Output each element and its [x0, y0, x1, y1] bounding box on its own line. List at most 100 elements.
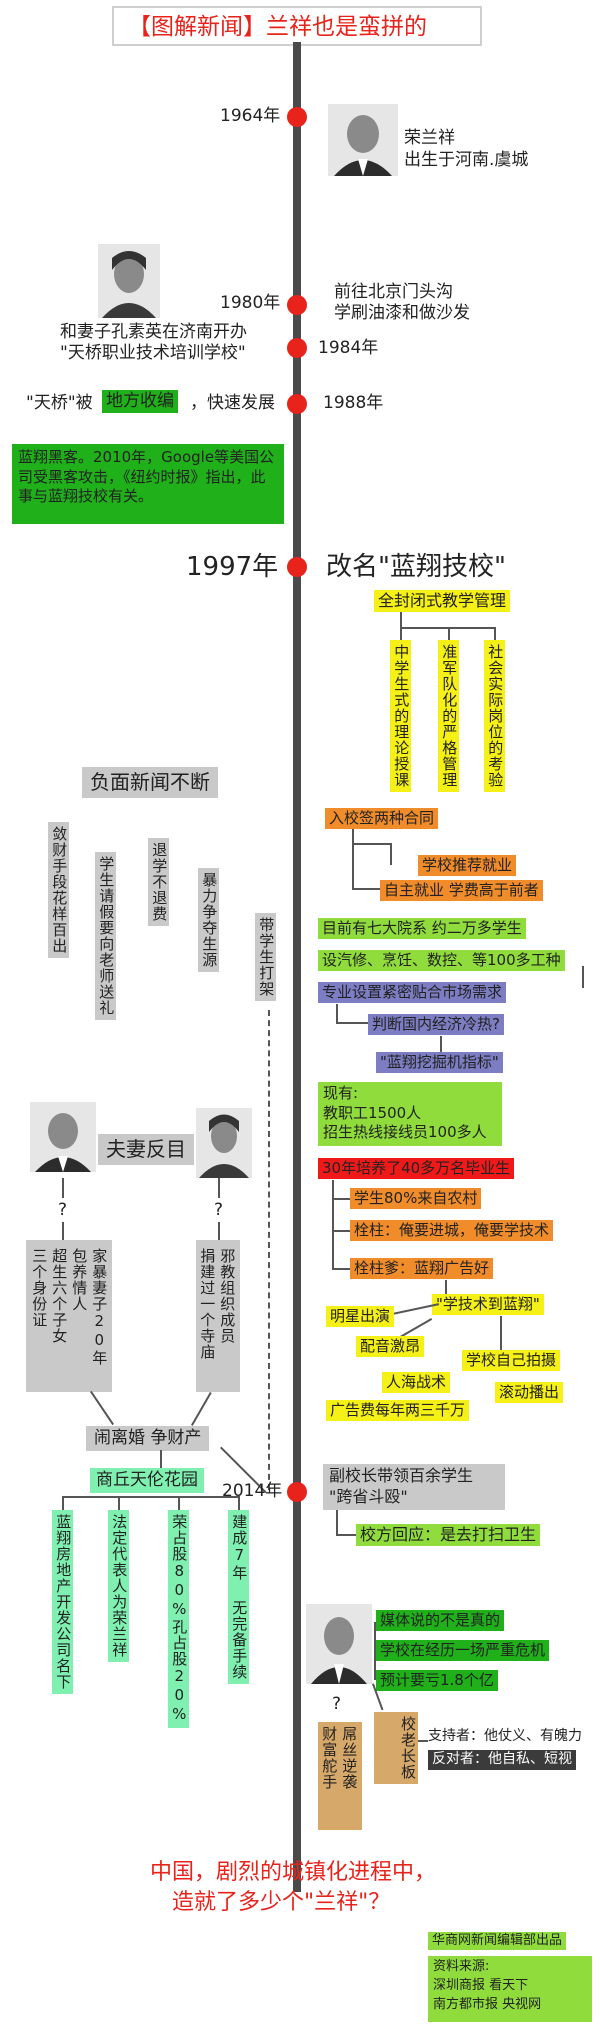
ad-star-box: 明星出演	[326, 1306, 395, 1327]
garden-branch	[62, 1496, 240, 1498]
loser-item-1: 屌丝逆袭	[340, 1726, 359, 1790]
avatar-husband-1	[328, 104, 398, 176]
q2-line-b	[218, 1222, 220, 1240]
negative-item-4: 暴力争夺生源	[198, 868, 220, 972]
event-2014-box: 副校长带领百余学生 "跨省斗殴"	[323, 1464, 505, 1510]
majors-connector	[582, 966, 584, 988]
event-2014-connector	[336, 1510, 338, 1536]
husband-issue-3: 超生六个子女	[50, 1248, 69, 1344]
source-line-1: 深圳商报 看天下	[433, 1977, 529, 1993]
shuanzhu-box: 栓柱：俺要进城，俺要学技术	[350, 1220, 554, 1241]
timeline-dot-2014	[287, 1482, 307, 1502]
market-box: 专业设置紧密贴合市场需求	[318, 982, 507, 1003]
q1-line-b	[62, 1222, 64, 1240]
event-1980-line2: 学刷油漆和做沙发	[334, 303, 470, 323]
management-connector	[400, 612, 402, 628]
colleges-box: 目前有七大院系 约二万多学生	[318, 918, 526, 939]
timeline-dot-1980	[287, 295, 307, 315]
market-connector	[336, 1004, 338, 1024]
title-banner: 【图解新闻】兰祥也是蛮拼的	[112, 6, 482, 46]
loser-box	[318, 1722, 362, 1830]
year-1988: 1988年	[323, 393, 384, 413]
contract-arm-1	[352, 843, 392, 845]
hacker-note-text: 蓝翔黑客。2010年，Google等美国公司受黑客攻击，《纽约时报》指出，此事与…	[18, 448, 275, 505]
closing-question-1: 中国，剧烈的城镇化进程中，	[150, 1860, 437, 1885]
hacker-note: 蓝翔黑客。2010年，Google等美国公司受黑客攻击，《纽约时报》指出，此事与…	[12, 444, 284, 524]
garden-item-3: 荣占股80%孔占股20%	[168, 1510, 190, 1728]
year-1964: 1964年	[220, 106, 281, 126]
economy-connector	[440, 1036, 442, 1052]
management-drop-2	[448, 627, 450, 643]
contract-box: 入校签两种合同	[325, 808, 439, 829]
management-drop-1	[400, 627, 402, 643]
event-2014-arm	[336, 1534, 358, 1536]
husband-issue-4: 三个身份证	[30, 1248, 49, 1328]
garden-item-1: 蓝翔房地产开发公司名下	[52, 1510, 74, 1694]
divorce-box: 闹离婚 争财产	[86, 1426, 210, 1452]
garden-item-2: 法定代表人为荣兰祥	[108, 1510, 130, 1662]
loser-item-2: 财富舵手	[320, 1726, 339, 1790]
contract-arm-1b	[390, 843, 392, 865]
page-title: 【图解新闻】兰祥也是蛮拼的	[128, 14, 427, 40]
garden-drop-3	[178, 1496, 180, 1512]
boss-to-opinions	[418, 1740, 428, 1742]
crisis-crisis: 学校在经历一场严重危机	[376, 1640, 550, 1661]
management-drop-3	[494, 627, 496, 643]
rec-job-box: 学校推荐就业	[418, 855, 517, 876]
divorce-connector	[160, 1450, 162, 1468]
source-line-2: 南方都市报 央视网	[433, 1996, 542, 2012]
rural-box: 学生80%来自农村	[350, 1188, 482, 1209]
staff-line-1: 现有:	[323, 1084, 359, 1102]
husband-issues-box	[26, 1240, 112, 1392]
management-item-3: 社会实际岗位的考验	[484, 640, 506, 792]
avatar-husband-2	[30, 1102, 96, 1172]
born-place: 出生于河南.虞城	[404, 150, 529, 170]
garden-box: 商丘天伦花园	[90, 1468, 204, 1494]
grads-arm-2	[332, 1230, 352, 1232]
garden-item-4: 建成7年 无完备手续	[228, 1510, 250, 1684]
year-1997: 1997年	[186, 552, 279, 582]
management-header: 全封闭式教学管理	[374, 590, 511, 612]
grads-box: 30年培养了40多万名毕业生	[318, 1158, 515, 1179]
ad-slogan-box: "学技术到蓝翔"	[432, 1294, 544, 1315]
ad-self-box: 学校自己拍摄	[462, 1350, 561, 1371]
contract-stem	[352, 829, 354, 889]
self-job-box: 自主就业 学费高于前者	[380, 880, 543, 901]
timeline-dot-1964	[287, 107, 307, 127]
shuanzhu-dad-box: 栓柱爹：蓝翔广告好	[350, 1258, 494, 1279]
event-2014-line2: "跨省斗殴"	[329, 1486, 408, 1506]
boss-text: 校老长板	[399, 1716, 417, 1780]
ad-cost-box: 广告费每年两三千万	[326, 1400, 470, 1421]
timeline-dot-1984	[287, 338, 307, 358]
avatar-husband-3	[306, 1604, 372, 1684]
couple-q2: ?	[214, 1200, 224, 1220]
year-1980: 1980年	[220, 293, 281, 313]
event-1984-line1: 和妻子孔素英在济南开办	[60, 322, 247, 342]
event-1988-a: "天桥"被	[26, 393, 93, 413]
husband-issue-1: 家暴妻子20年	[90, 1248, 109, 1366]
wife-issue-2: 捐建过一个寺庙	[198, 1248, 217, 1360]
grads-arm-3	[332, 1268, 352, 1270]
ad-connector	[445, 1280, 447, 1296]
event-1988-c: ，快速发展	[190, 393, 275, 413]
event-1988-highlight: 地方收编	[102, 390, 178, 414]
ad-crowd-box: 人海战术	[382, 1372, 451, 1393]
year-2014: 2014年	[222, 1481, 283, 1501]
majors-box: 设汽修、烹饪、数控、等100多工种	[318, 950, 565, 971]
couple-q1: ?	[58, 1200, 68, 1220]
event-2014-line1: 副校长带领百余学生	[329, 1466, 474, 1485]
crisis-loss: 预计要亏1.8个亿	[376, 1670, 498, 1691]
garden-drop-2	[118, 1496, 120, 1512]
husband-to-divorce	[90, 1390, 115, 1426]
wife-issues-box	[196, 1240, 240, 1392]
contract-arm-2	[352, 888, 382, 890]
event-1980-line1: 前往北京门头沟	[334, 282, 453, 302]
source-box: 资料来源: 深圳商报 看天下 南方都市报 央视网	[428, 1956, 592, 2022]
q1-line	[62, 1178, 64, 1198]
school-reply-box: 校方回应：是去打扫卫生	[356, 1524, 541, 1546]
closing-question-2: 造就了多少个"兰祥"？	[172, 1890, 391, 1915]
crisis-q: ?	[332, 1694, 342, 1714]
index-box: "蓝翔挖掘机指标"	[376, 1052, 503, 1073]
timeline-dot-1988	[287, 394, 307, 414]
source-label: 资料来源:	[433, 1959, 490, 1974]
